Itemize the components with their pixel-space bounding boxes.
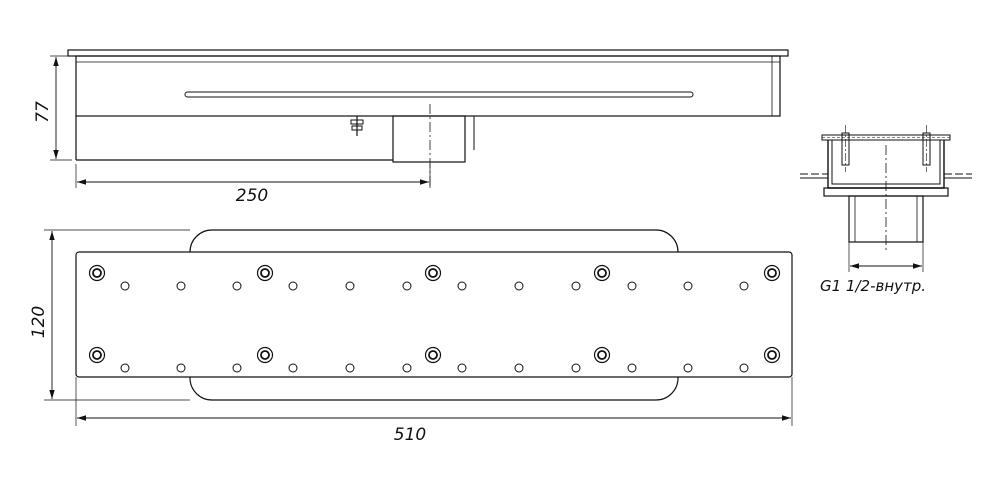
bolt-hole [763, 264, 781, 282]
drain-hole [232, 281, 242, 291]
section-view [800, 125, 972, 272]
bolt-hole-inner [260, 350, 270, 360]
bolt-hole [88, 264, 106, 282]
bolt-hole-inner [597, 268, 607, 278]
bolt-hole-inner [428, 350, 438, 360]
bolt-hole [424, 264, 442, 282]
drain-hole [120, 281, 130, 291]
plan-view [44, 229, 793, 426]
drain-hole [739, 363, 749, 373]
drain-hole [683, 363, 693, 373]
drain-hole [627, 281, 637, 291]
drain-hole [120, 363, 130, 373]
bolt-hole-inner [260, 268, 270, 278]
drain-hole [402, 363, 412, 373]
drain-hole [345, 281, 355, 291]
drain-hole [176, 363, 186, 373]
drain-hole [402, 281, 412, 291]
drain-hole [514, 281, 524, 291]
drain-hole [457, 281, 467, 291]
bolt-hole [593, 264, 611, 282]
dim-side-length: 250 [236, 186, 268, 206]
drain-hole [232, 363, 242, 373]
bolt-hole-inner [767, 350, 777, 360]
bolt-hole [88, 346, 106, 364]
dim-plan-height: 120 [29, 306, 49, 338]
side-view [50, 49, 789, 188]
drain-hole [514, 363, 524, 373]
dim-plan-length: 510 [394, 425, 426, 445]
mounting-holes [88, 264, 781, 373]
bolt-hole-inner [428, 268, 438, 278]
drain-hole [288, 363, 298, 373]
bolt-hole [256, 346, 274, 364]
bolt-hole [256, 264, 274, 282]
thread-label: G1 1/2-внутр. [820, 277, 926, 295]
drain-hole [739, 281, 749, 291]
bolt-hole [593, 346, 611, 364]
bolt-hole [424, 346, 442, 364]
drain-hole [457, 363, 467, 373]
dim-side-height: 77 [33, 101, 53, 123]
drain-hole [627, 363, 637, 373]
bolt-hole-inner [767, 268, 777, 278]
drain-hole [176, 281, 186, 291]
drain-hole [571, 363, 581, 373]
drain-hole [345, 363, 355, 373]
drain-hole [683, 281, 693, 291]
bolt-hole-inner [92, 268, 102, 278]
drain-hole [571, 281, 581, 291]
drain-hole [288, 281, 298, 291]
bolt-hole-inner [597, 350, 607, 360]
bolt-icon [350, 116, 364, 136]
bolt-hole [763, 346, 781, 364]
bolt-hole-inner [92, 350, 102, 360]
